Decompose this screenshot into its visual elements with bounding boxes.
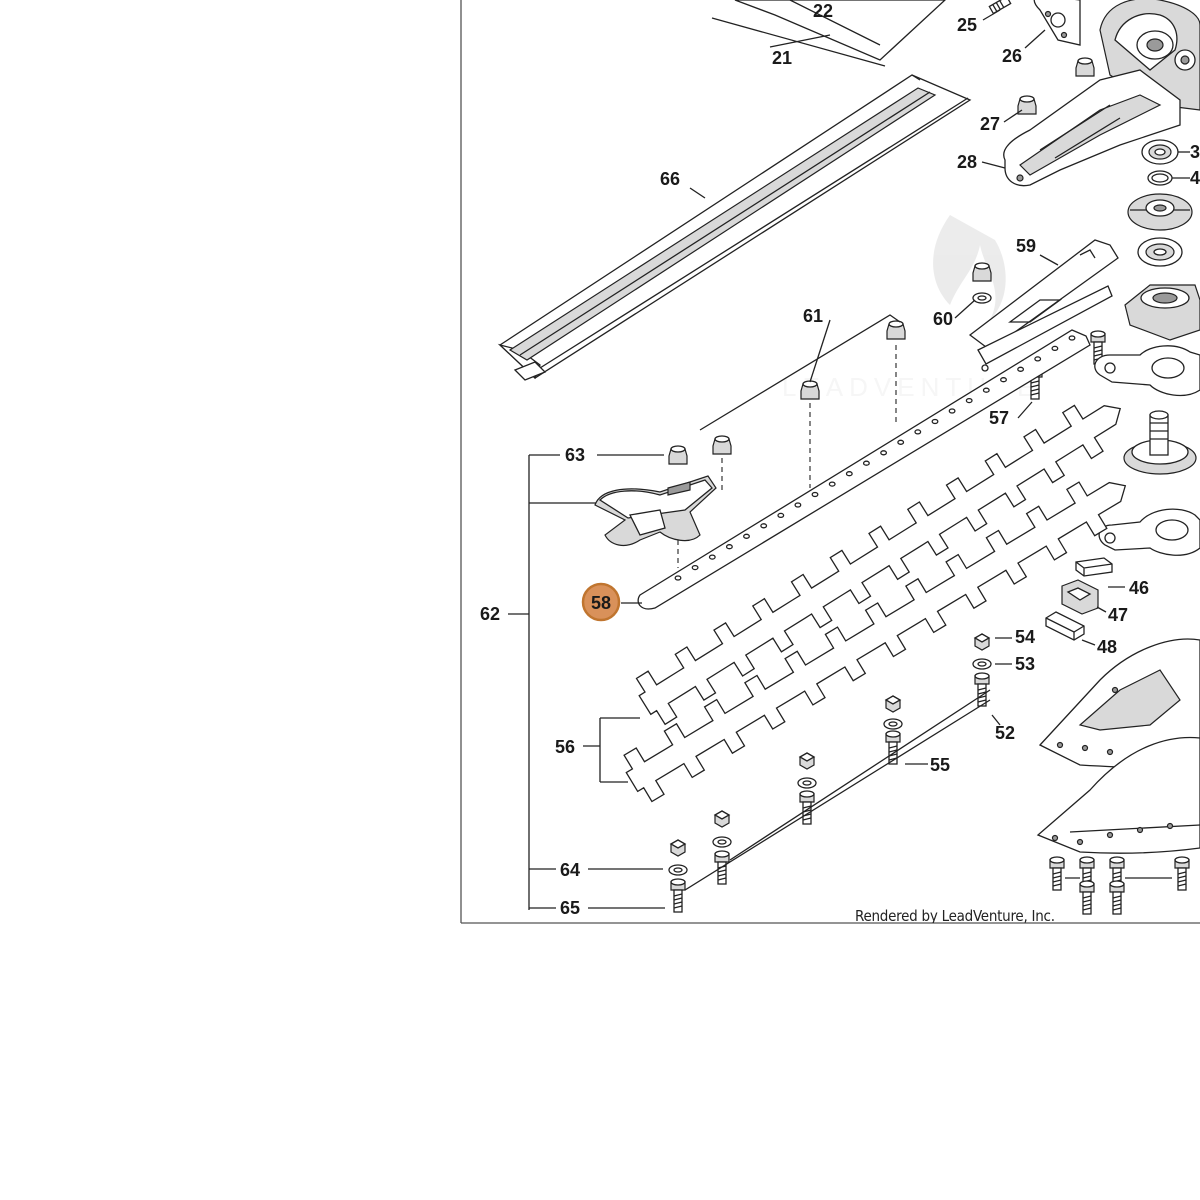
callout-28[interactable]: 28 <box>957 152 977 172</box>
part-47-slider-guide <box>1061 579 1099 615</box>
callout-58-highlight[interactable]: 58 <box>581 582 621 622</box>
callout-53[interactable]: 53 <box>1015 654 1035 674</box>
part-55-bolt <box>885 730 901 765</box>
part-59-upper-plate <box>968 239 1119 372</box>
part-22-tube <box>734 0 946 61</box>
part-63-nut <box>668 445 688 465</box>
part-52-bolt <box>974 672 990 707</box>
part-25-screw <box>988 0 1012 15</box>
callout-60[interactable]: 60 <box>933 309 953 329</box>
part-65-bolt <box>670 878 686 913</box>
crank-lever-upper <box>1094 345 1200 397</box>
bevel-gear <box>1127 193 1193 231</box>
cover-screw-d <box>1079 880 1095 915</box>
part-61-nut-b <box>886 320 906 340</box>
spacer-c <box>799 752 815 770</box>
callout-59[interactable]: 59 <box>1016 236 1036 256</box>
callout-52[interactable]: 52 <box>995 723 1015 743</box>
part-61-nut-d <box>712 435 732 455</box>
callout-26[interactable]: 26 <box>1002 46 1022 66</box>
callout-62[interactable]: 62 <box>480 604 500 624</box>
callout-57[interactable]: 57 <box>989 408 1009 428</box>
callout-4[interactable]: 4 <box>1190 168 1200 188</box>
part-54-spacer <box>974 633 990 651</box>
credit-text: Rendered by LeadVenture, Inc. <box>855 907 1055 925</box>
callout-61[interactable]: 61 <box>803 306 823 326</box>
callout-25[interactable]: 25 <box>957 15 977 35</box>
part-61-nut-top <box>972 262 992 282</box>
callout-47[interactable]: 47 <box>1108 605 1128 625</box>
spacer-b <box>885 695 901 713</box>
callout-58[interactable]: 58 <box>591 593 611 613</box>
part-56-blade-upper <box>635 404 1122 726</box>
part-28-gear-case <box>1003 69 1181 187</box>
callout-22[interactable]: 22 <box>813 1 833 21</box>
washer-c <box>797 777 817 789</box>
washer-b <box>883 718 903 730</box>
part-56-blade-lower <box>623 481 1127 803</box>
part-64-washer <box>668 864 688 876</box>
callout-labels: 22 21 25 26 27 28 3 4 66 59 60 61 57 63 … <box>480 1 1200 918</box>
callout-48[interactable]: 48 <box>1097 637 1117 657</box>
cover-screw-e <box>1109 880 1125 915</box>
part-58-guard-bar <box>637 329 1091 610</box>
part-61-nut-c <box>800 380 820 400</box>
callout-55[interactable]: 55 <box>930 755 950 775</box>
part-60-washer <box>972 292 992 304</box>
circlip-4 <box>1147 170 1173 186</box>
callout-64[interactable]: 64 <box>560 860 580 880</box>
callout-58-badge[interactable] <box>581 582 621 622</box>
callout-21[interactable]: 21 <box>772 48 792 68</box>
eccentric-gear <box>1123 410 1197 475</box>
washer-d <box>712 836 732 848</box>
callout-54[interactable]: 54 <box>1015 627 1035 647</box>
part-64-spacer <box>670 839 686 857</box>
housing-cover-lower <box>1036 736 1200 854</box>
cover-screw-f <box>1174 856 1190 891</box>
part-63-hand-guard <box>594 475 717 547</box>
callout-65[interactable]: 65 <box>560 898 580 918</box>
bearing-lower <box>1137 237 1183 267</box>
bolt-c <box>799 790 815 825</box>
callout-66[interactable]: 66 <box>660 169 680 189</box>
part-48-plate <box>1045 611 1085 641</box>
callout-27[interactable]: 27 <box>980 114 1000 134</box>
part-26-flange <box>1033 0 1081 46</box>
spacer-d <box>714 810 730 828</box>
part-27-nut-a <box>1075 57 1095 77</box>
callout-3[interactable]: 3 <box>1190 142 1200 162</box>
cover-screw-a <box>1049 856 1065 891</box>
leader-lines <box>508 9 1190 910</box>
part-66-scabbard <box>497 74 972 381</box>
part-53-washer <box>972 658 992 670</box>
gear-cover-plate <box>1124 284 1200 341</box>
callout-46[interactable]: 46 <box>1129 578 1149 598</box>
part-46-slider-block <box>1075 557 1113 577</box>
bearing-3 <box>1141 139 1179 165</box>
diagram-frame <box>460 0 1200 924</box>
crank-lever-lower <box>1098 508 1200 556</box>
callout-63[interactable]: 63 <box>565 445 585 465</box>
callout-56[interactable]: 56 <box>555 737 575 757</box>
